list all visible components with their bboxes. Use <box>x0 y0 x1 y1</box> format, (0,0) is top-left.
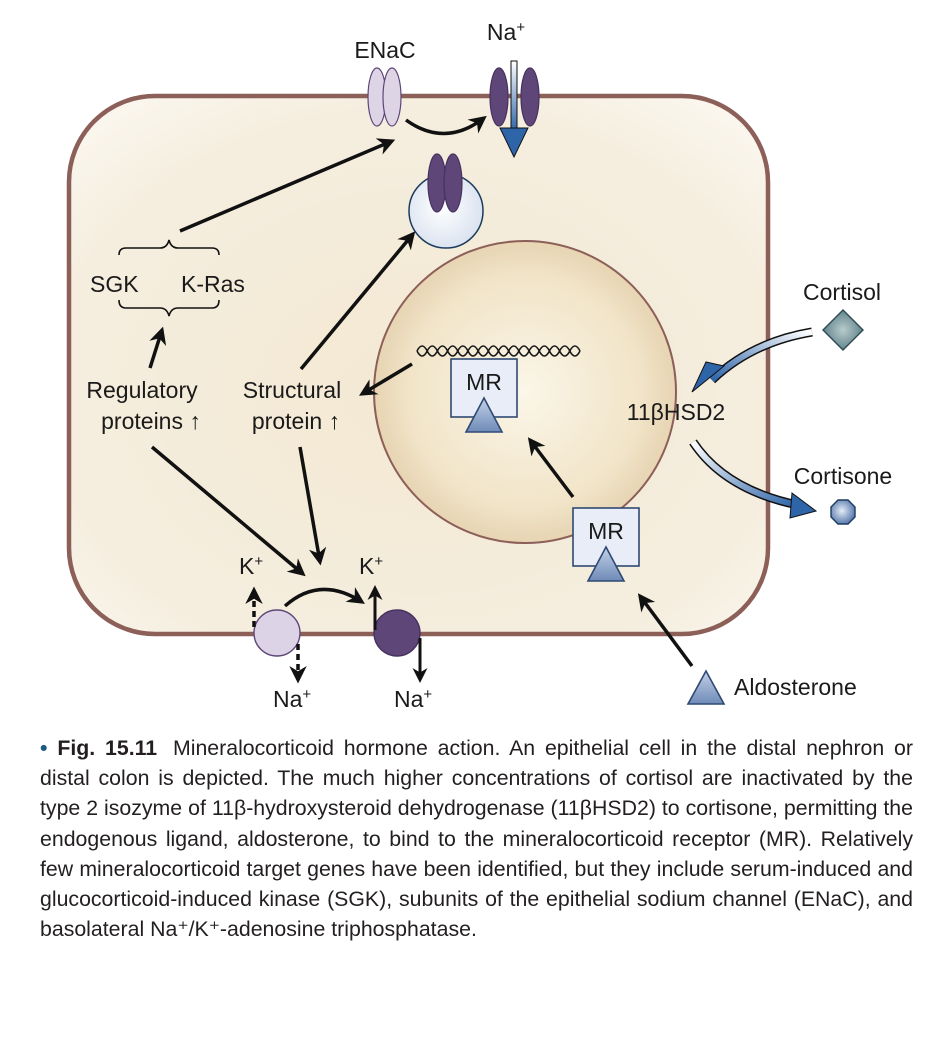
brace-top <box>118 239 220 256</box>
enac-inactive-channel <box>367 67 402 127</box>
na-right-label: Na+ <box>394 686 432 712</box>
na-k-pump-inactive <box>253 609 301 657</box>
cortisone-label: Cortisone <box>794 463 892 489</box>
cortisol-icon <box>822 309 864 351</box>
structural-line1: Structural <box>243 377 341 403</box>
aldosterone-bound-icon <box>464 396 504 433</box>
k-left-label: K+ <box>239 553 263 579</box>
arrow-structural-to-pump <box>298 446 327 566</box>
aldosterone-bound-icon <box>586 545 626 582</box>
arrow-cortisol-to-hsd <box>691 327 813 393</box>
nucleus <box>373 240 677 544</box>
na-top-label: Na+ <box>487 19 525 45</box>
dna-helix <box>416 345 581 357</box>
figure-number: Fig. 15.11 <box>57 736 158 760</box>
na-k-pump-active <box>373 609 421 657</box>
arrow-regulatory-to-sgk <box>148 326 167 369</box>
arrow-dna-to-structural <box>358 362 413 396</box>
mr-receptor-cytoplasm: MR <box>572 507 640 582</box>
mr-cytoplasm-label: MR <box>588 518 624 544</box>
brace-bottom <box>118 299 220 317</box>
mr-receptor-nucleus: MR <box>450 358 518 433</box>
arrow-sgk-to-enac <box>179 138 396 233</box>
aldosterone-label: Aldosterone <box>734 674 857 700</box>
arrow-mr-to-nucleus <box>527 437 575 499</box>
enac-active-channel <box>489 67 540 127</box>
arrow-regulatory-to-pump <box>150 445 306 577</box>
arrow-structural-to-vesicle <box>299 231 416 371</box>
k-right-label: K+ <box>359 553 383 579</box>
cortisol-label: Cortisol <box>803 279 881 305</box>
arrow-aldosterone-to-mr <box>637 593 694 668</box>
caption-bullet: • <box>40 736 48 760</box>
na-influx-arrow <box>499 60 529 159</box>
enac-label: ENaC <box>354 37 415 63</box>
structural-line2: protein ↑ <box>252 408 340 434</box>
regulatory-line2: proteins ↑ <box>101 408 201 434</box>
cortisone-icon <box>830 499 856 525</box>
regulatory-line1: Regulatory <box>86 377 198 403</box>
hsd-label: 11βHSD2 <box>627 399 725 425</box>
aldosterone-icon <box>686 669 726 705</box>
kras-label: K-Ras <box>181 271 245 297</box>
sgk-label: SGK <box>90 271 139 297</box>
figure-caption: • Fig. 15.11 Mineralocorticoid hormone a… <box>40 733 913 944</box>
arrow-pump-activation <box>283 587 365 608</box>
arrow-enac-activation <box>404 115 487 136</box>
na-left-label: Na+ <box>273 686 311 712</box>
caption-text: Mineralocorticoid hormone action. An epi… <box>40 736 913 942</box>
mr-nucleus-label: MR <box>466 369 502 395</box>
mineralocorticoid-diagram: MR MR Aldosterone ENaC Na+ SGK K-Ras <box>66 19 892 712</box>
arrow-hsd-to-cortisone <box>689 439 818 519</box>
vesicle-enac-channel <box>427 153 463 213</box>
